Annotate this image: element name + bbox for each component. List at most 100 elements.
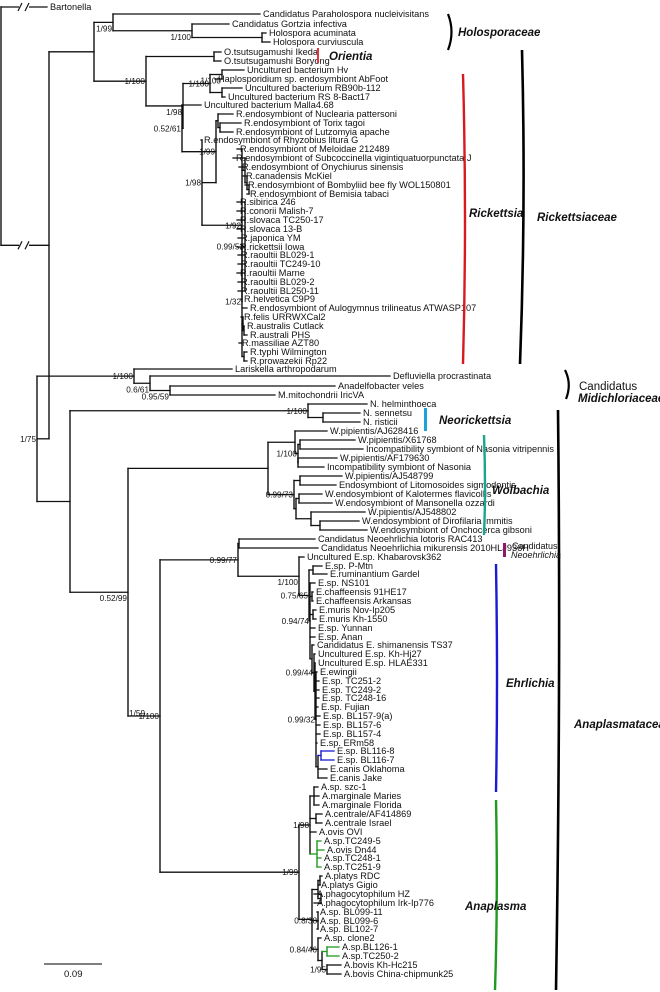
leaf-label: R.raoultii BL029-1 xyxy=(241,250,315,260)
neoehrlichia-prefix: Candidatus xyxy=(512,541,558,551)
leaf-label: Lariskella arthropodarum xyxy=(235,364,337,374)
leaf-label: R.australi PHS xyxy=(250,330,310,340)
leaf-label: A.centrale Israel xyxy=(325,818,391,828)
leaf-label: Holospora curviuscula xyxy=(273,37,364,47)
holosporaceae-bracket xyxy=(446,13,453,51)
leaf-label: E.sp. NS101 xyxy=(318,578,370,588)
branch-break-mark xyxy=(17,2,23,12)
leaf-label: R.prowazekii Rp22 xyxy=(250,356,327,366)
midichloriaceae-label: Midichloriaceae xyxy=(578,393,660,405)
holosporaceae-label: Holosporaceae xyxy=(458,27,541,39)
leaf-label: O.tsutsugamushi Ikeda xyxy=(224,47,319,57)
leaf-label: A.marginale Florida xyxy=(322,800,403,810)
support-value: 1/92 xyxy=(225,221,241,230)
leaf-label: A.sp.TC249-5 xyxy=(324,836,381,846)
leaf-label: R.endosymbiont of Nuclearia pattersoni xyxy=(236,109,397,119)
leaf-label: A.sp.BL126-1 xyxy=(342,942,398,952)
leaf-label: Candidatus Paraholospora nucleivisitans xyxy=(263,9,429,19)
leaf-label: Defluviella procrastinata xyxy=(393,371,492,381)
leaf-label: R.raoultii BL250-11 xyxy=(241,286,319,296)
anaplasma-bracket xyxy=(493,799,498,991)
support-value: 0.99/44 xyxy=(286,669,314,678)
leaf-label: E.sp. BL157-9(a) xyxy=(323,711,392,721)
leaf-label: Incompatibility symbiont of Nasonia vitr… xyxy=(366,444,554,454)
leaf-label: Candidatus Neoehrlichia mikurensis 2010H… xyxy=(321,543,529,553)
ehrlichia-label: Ehrlichia xyxy=(506,678,555,690)
leaf-label: Uncultured bacterium RS 8-Bact17 xyxy=(228,92,370,102)
wolbachia-label: Wolbachia xyxy=(492,485,550,497)
leaf-label: A.sp. BL099-6 xyxy=(320,916,378,926)
leaf-label: A.phagocytophilum Irk-Ip776 xyxy=(317,898,434,908)
leaf-label: W.endosymbiont of Mansonella ozzardi xyxy=(335,498,495,508)
neorickettsia-bar xyxy=(424,408,427,431)
leaf-label: N. sennetsu xyxy=(363,408,412,418)
support-value: 0.84/46 xyxy=(290,945,318,954)
anaplasma-label: Anaplasma xyxy=(464,901,527,913)
support-value: 0.8/38 xyxy=(294,917,317,926)
leaf-label: W.pipientis/AJ548802 xyxy=(368,507,456,517)
support-value: 0.95/59 xyxy=(142,393,170,402)
leaf-label: E.ewingii xyxy=(320,667,357,677)
leaf-label: E.sp. BL157-4 xyxy=(323,729,381,739)
support-value: 1/100 xyxy=(125,77,146,86)
leaf-label: R.endosymbiont of Aulogymnus trilineatus… xyxy=(250,303,476,313)
wolbachia-bracket xyxy=(482,434,487,536)
neorickettsia-label: Neorickettsia xyxy=(439,415,512,427)
leaf-label: R.conorii Malish-7 xyxy=(240,206,314,216)
leaf-label: R.endosymbiont of Torix tagoi xyxy=(244,118,365,128)
support-value: 1/100 xyxy=(139,712,160,721)
support-value: 1/100 xyxy=(171,33,192,42)
leaf-label: R.endosymbiont of Meloidae 212489 xyxy=(240,144,390,154)
leaf-label: E.canis Jake xyxy=(330,773,382,783)
leaf-label: R.raoultii BL029-2 xyxy=(241,277,315,287)
leaf-label: W.pipientis/AF179630 xyxy=(340,453,429,463)
leaf-label: R.typhi Wilmington xyxy=(250,347,327,357)
neoehrlichia-label: Neoehrlichia xyxy=(511,550,561,560)
leaf-label: E.sp. BL157-6 xyxy=(323,720,381,730)
leaf-label: E.ruminantium Gardel xyxy=(330,569,419,579)
support-value: 0.75/65 xyxy=(281,591,309,600)
leaf-label: E.sp. BL116-8 xyxy=(337,746,395,756)
support-value: 1/100 xyxy=(113,372,134,381)
support-value: 0.52/99 xyxy=(100,594,128,603)
leaf-label: A.bovis China-chipmunk25 xyxy=(344,969,453,979)
leaf-label: A.sp. BL099-11 xyxy=(320,907,383,917)
rickettsia-bracket xyxy=(461,73,467,365)
leaf-label: A.ovis OVI xyxy=(319,827,362,837)
leaf-label: Candidatus Neoehrlichia lotoris RAC413 xyxy=(318,534,482,544)
leaf-label: E.sp. Yunnan xyxy=(318,623,373,633)
leaf-label: A.sp. clone2 xyxy=(324,933,375,943)
support-value: 0.6/61 xyxy=(126,385,149,394)
tree-branches xyxy=(0,2,391,975)
support-value: 1/99 xyxy=(96,24,112,33)
leaf-label: W.pipientis/AJ548799 xyxy=(345,471,433,481)
support-value: 1/59 xyxy=(129,709,145,718)
leaf-label: R.endosymbiont of Lutzomyia apache xyxy=(236,127,390,137)
leaf-label: Candidatus Gortzia infectiva xyxy=(232,19,348,29)
support-value: 1/99 xyxy=(282,868,298,877)
leaf-label: W.pipientis/X61768 xyxy=(358,435,437,445)
leaf-label: Uncultured E.sp. Kh-Hj27 xyxy=(318,649,422,659)
leaf-label: N. risticii xyxy=(363,417,398,427)
support-value: 1/32 xyxy=(225,298,241,307)
anaplasmataceae-bracket xyxy=(554,409,561,991)
leaf-label: A.platys Gigio xyxy=(321,880,378,890)
leaf-label: R.raoultii TC249-10 xyxy=(241,259,321,269)
leaf-label: R.canadensis McKiel xyxy=(246,171,332,181)
support-value: 0.99/77 xyxy=(210,556,238,565)
midichloriaceae-prefix: Candidatus xyxy=(579,381,637,393)
scale-bar-label: 0.09 xyxy=(64,969,83,980)
leaf-label: R.endosymbiont of Bemisia tabaci xyxy=(250,189,389,199)
leaf-label: R.japonica YM xyxy=(241,233,301,243)
rickettsiaceae-bracket xyxy=(518,49,525,365)
branch-break-mark xyxy=(24,241,30,250)
support-value: 1/100 xyxy=(189,80,210,89)
support-value: 1/98 xyxy=(185,179,201,188)
leaf-label: A.marginale Maries xyxy=(322,791,402,801)
leaf-label: Uncultured E.sp. Khabarovsk362 xyxy=(307,552,441,562)
branch-break-gap xyxy=(19,5,29,9)
leaf-label: E.canis Oklahoma xyxy=(330,764,405,774)
leaf-label: E.sp. P-Mtn xyxy=(325,561,373,571)
support-value: 1/99 xyxy=(199,148,215,157)
